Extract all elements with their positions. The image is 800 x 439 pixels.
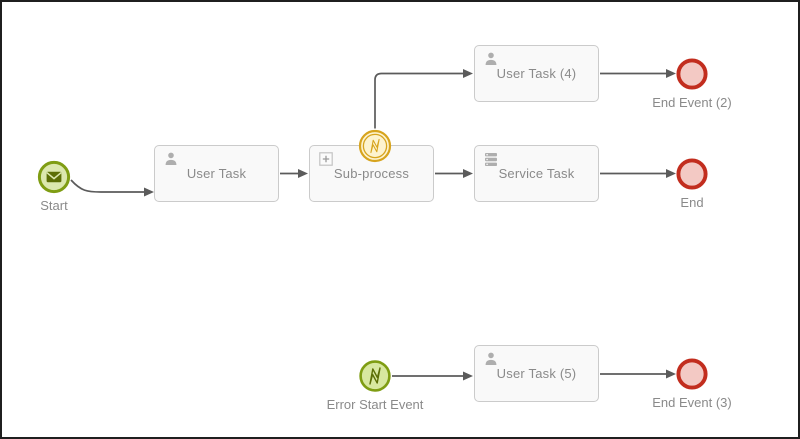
task-label: User Task	[186, 166, 247, 181]
task-service-task[interactable]: Service Task	[474, 145, 599, 202]
flow-start-to-user-task[interactable]	[70, 179, 154, 197]
event-label: Start	[40, 198, 68, 213]
event-start[interactable]: Start	[37, 160, 71, 213]
service-icon	[485, 153, 497, 166]
event-label: End Event (3)	[652, 395, 732, 410]
event-end-2[interactable]: End Event (2)	[652, 57, 732, 110]
task-label: User Task (4)	[496, 66, 577, 81]
event-boundary-error[interactable]	[358, 129, 392, 163]
event-error-start[interactable]: Error Start Event	[327, 359, 423, 412]
task-label: Sub-process	[333, 166, 410, 181]
task-user-task[interactable]: User Task	[154, 145, 279, 202]
error-boundary-event-icon	[358, 129, 392, 163]
user-icon	[485, 52, 497, 65]
user-icon	[165, 152, 177, 165]
subprocess-plus-icon	[319, 152, 333, 166]
task-user-task-5[interactable]: User Task (5)	[474, 345, 599, 402]
end-event-icon	[676, 58, 708, 90]
end-event-icon	[676, 158, 708, 190]
error-start-event-icon	[359, 360, 391, 392]
message-start-event-icon	[37, 160, 71, 194]
user-icon	[485, 352, 497, 365]
event-end-3[interactable]: End Event (3)	[652, 357, 732, 410]
task-label: Service Task	[498, 166, 575, 181]
event-label: End	[680, 195, 704, 210]
end-event-icon	[676, 358, 708, 390]
event-end[interactable]: End	[675, 157, 709, 210]
flow-boundary-to-user-task-4[interactable]	[374, 69, 473, 129]
event-label: End Event (2)	[652, 95, 732, 110]
task-label: User Task (5)	[496, 366, 577, 381]
event-label: Error Start Event	[326, 397, 424, 412]
task-user-task-4[interactable]: User Task (4)	[474, 45, 599, 102]
